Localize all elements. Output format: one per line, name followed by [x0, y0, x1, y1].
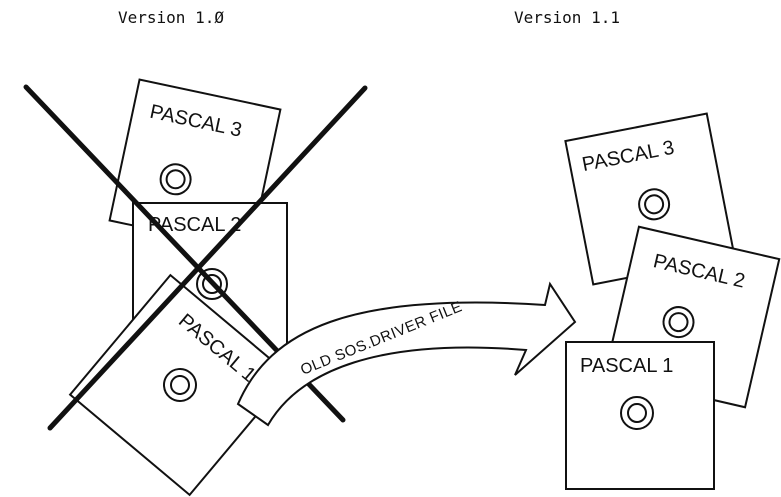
disk-hub-inner [668, 312, 689, 333]
disk-hub-inner [644, 194, 665, 215]
disk-hub-outer [163, 368, 197, 402]
cross-line-2 [47, 85, 368, 431]
right-disk-stack: PASCAL 3 PASCAL 2 PASCAL 1 [564, 112, 781, 490]
arrow-shape [236, 281, 577, 427]
disk-hub-outer [638, 188, 671, 221]
disk-hub-outer [159, 163, 192, 196]
disk-hub-outer [620, 396, 654, 430]
left-disk-pascal-1: PASCAL 1 [68, 273, 292, 497]
migration-arrow: OLD SOS.DRIVER FILE [236, 281, 577, 427]
disk-label: PASCAL 2 [148, 214, 241, 236]
version-right-heading: Version 1.1 [514, 8, 620, 27]
disk-hub-inner [165, 169, 186, 190]
disk-hub-inner [627, 403, 647, 423]
disk-body [565, 341, 715, 490]
disk-body [68, 273, 292, 497]
right-disk-pascal-1: PASCAL 1 [565, 341, 715, 490]
version-left-heading: Version 1.Ø [118, 8, 224, 27]
disk-hub-outer [662, 306, 695, 339]
disk-label: PASCAL 1 [580, 355, 673, 377]
left-disk-stack: PASCAL 3 PASCAL 2 PASCAL 1 [23, 78, 368, 497]
disk-hub-inner [170, 375, 190, 395]
disk-hub-outer [196, 268, 228, 300]
disk-hub-inner [202, 274, 222, 294]
